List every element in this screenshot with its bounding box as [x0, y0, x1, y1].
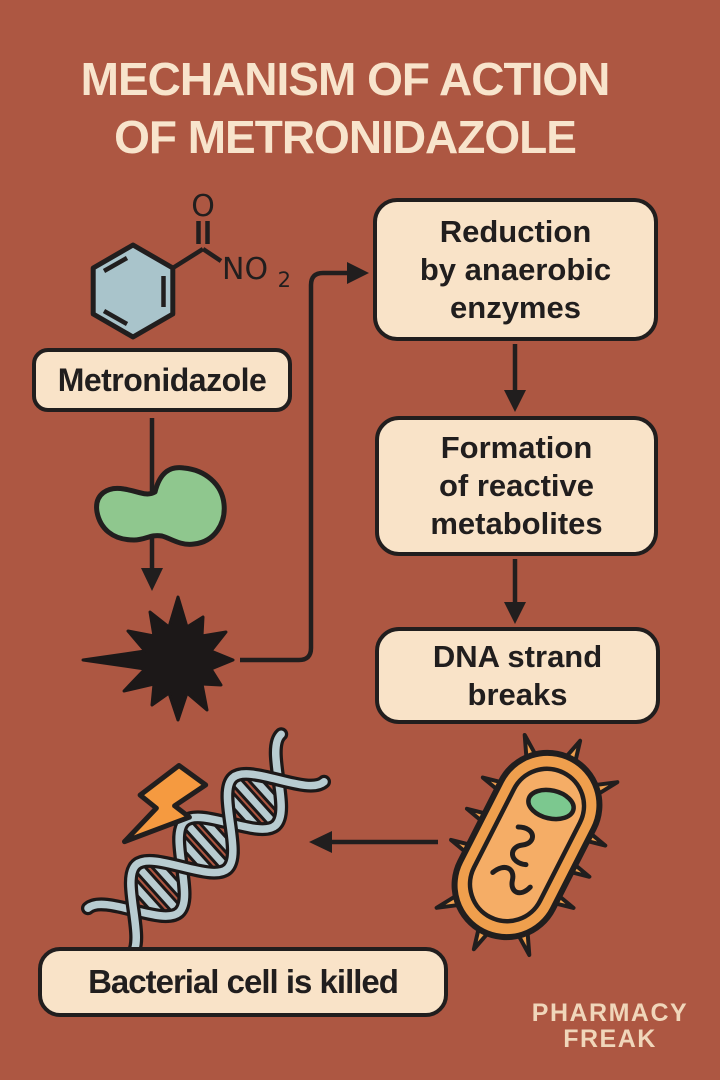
- step-box-formation: Formation of reactive metabolites: [375, 416, 658, 556]
- step-label: Reduction by anaerobic enzymes: [419, 213, 612, 325]
- dna-helix-icon: [80, 727, 332, 963]
- arrowhead-right-icon: [347, 262, 369, 284]
- drug-label: Metronidazole: [57, 361, 267, 398]
- page-title: MECHANISM OF ACTION OF METRONIDAZOLE: [0, 50, 720, 166]
- arrow-bacterium-to-dna: [309, 831, 438, 853]
- brand-line2: FREAK: [563, 1025, 657, 1053]
- brand-line1: PHARMACY: [531, 999, 689, 1027]
- arrowhead-left-icon: [309, 831, 332, 853]
- nucleoid-icon: [526, 787, 576, 822]
- bacterial-dna-squiggles: [490, 824, 535, 896]
- step-label: Formation of reactive metabolites: [430, 430, 603, 541]
- outcome-box: Bacterial cell is killed: [38, 947, 448, 1017]
- oxygen-label: O: [191, 189, 215, 224]
- step-label: DNA strand breaks: [432, 638, 603, 712]
- connector-metabolite-to-reduction: [240, 262, 369, 663]
- nitro-group-label: NO 2: [222, 252, 291, 292]
- reactive-metabolite-burst-icon: [81, 595, 235, 722]
- bacterium-icon: [434, 732, 620, 958]
- benzene-ring-icon: [90, 242, 176, 340]
- drug-label-box: Metronidazole: [32, 348, 292, 412]
- step-box-reduction: Reduction by anaerobic enzymes: [373, 198, 658, 341]
- page-title-line2: OF METRONIDAZOLE: [114, 111, 577, 163]
- enzyme-blob-icon: [94, 465, 227, 547]
- arrowhead-down-icon: [504, 390, 526, 412]
- brand-wordmark: PHARMACY FREAK: [510, 1000, 710, 1052]
- arrow-reduction-to-formation: [504, 344, 526, 412]
- step-box-dna-breaks: DNA strand breaks: [375, 627, 660, 724]
- arrowhead-down-icon: [504, 602, 526, 624]
- page-title-line1: MECHANISM OF ACTION: [80, 53, 611, 105]
- outcome-label: Bacterial cell is killed: [88, 963, 399, 1000]
- arrowhead-down-icon: [141, 568, 163, 591]
- carbonyl-group-icon: O: [171, 189, 223, 270]
- lightning-bolt-icon: [122, 763, 209, 845]
- arrow-formation-to-dna: [504, 559, 526, 624]
